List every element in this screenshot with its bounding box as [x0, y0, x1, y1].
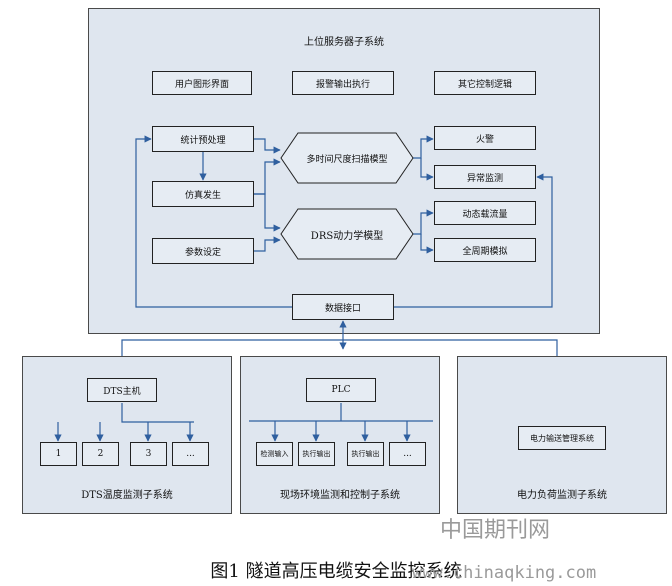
- dts-host-box: DTS主机: [87, 378, 157, 402]
- user-gui-box: 用户图形界面: [152, 71, 252, 95]
- fire-alarm-box: 火警: [434, 126, 536, 150]
- other-control-logic-box: 其它控制逻辑: [434, 71, 536, 95]
- field-module-more: ...: [389, 442, 426, 466]
- power-transmission-box: 电力输送管理系统: [518, 426, 606, 450]
- watermark-url: www.chinaqking.com: [412, 563, 597, 583]
- watermark-cn: 中国期刊网: [440, 518, 551, 543]
- dts-title: DTS温度监测子系统: [81, 490, 173, 501]
- field-module-exec-output-2: 执行输出: [347, 442, 384, 466]
- field-module-detect-input: 检测输入: [256, 442, 293, 466]
- figure-caption: 图1 隧道高压电缆安全监控系统: [210, 561, 462, 582]
- multi-scale-scan-model-shape: [280, 132, 414, 184]
- lifecycle-simulation-box: 全周期模拟: [434, 238, 536, 262]
- anomaly-monitor-box: 异常监测: [434, 165, 536, 189]
- dts-channel-more: ...: [172, 442, 209, 466]
- field-module-exec-output-1: 执行输出: [298, 442, 335, 466]
- field-title: 现场环境监测和控制子系统: [280, 490, 400, 501]
- dynamic-ampacity-box: 动态载流量: [434, 201, 536, 225]
- dts-channel-1: 1: [40, 442, 77, 466]
- multi-scale-scan-model-label: 多时间尺度扫描模型: [306, 154, 388, 165]
- dts-channel-2: 2: [82, 442, 119, 466]
- simulation-box: 仿真发生: [152, 181, 254, 207]
- drs-dynamics-model-shape: [280, 208, 414, 260]
- upper-server-title: 上位服务器子系统: [304, 37, 384, 48]
- dts-channel-3: 3: [130, 442, 167, 466]
- drs-dynamics-model-label: DRS动力学模型: [310, 230, 384, 242]
- statistics-preprocess-box: 统计预处理: [152, 126, 254, 152]
- plc-box: PLC: [306, 378, 376, 402]
- data-interface-box: 数据接口: [292, 294, 394, 320]
- power-title: 电力负荷监测子系统: [517, 490, 607, 501]
- alarm-output-box: 报警输出执行: [292, 71, 394, 95]
- parameter-setting-box: 参数设定: [152, 238, 254, 264]
